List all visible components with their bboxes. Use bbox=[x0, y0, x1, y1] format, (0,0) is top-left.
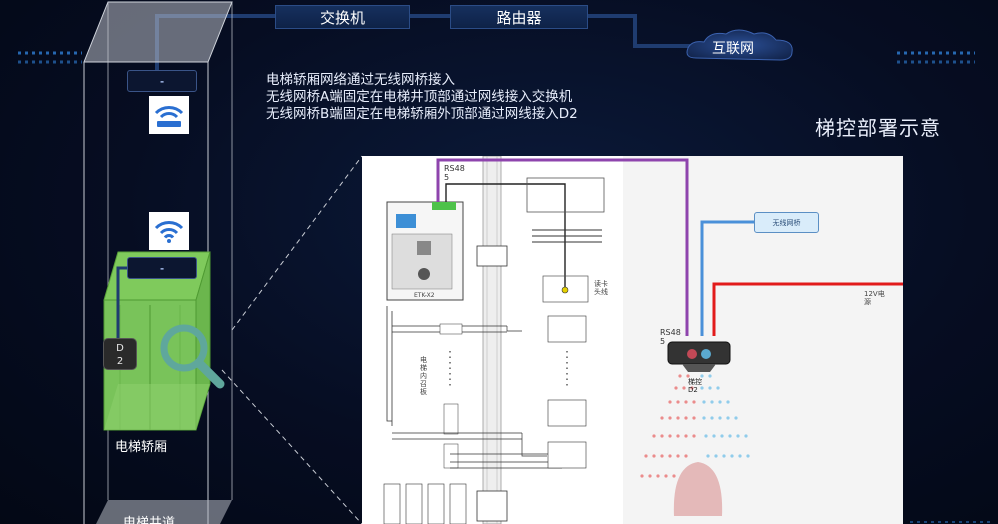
router-box: 路由器 bbox=[450, 5, 588, 29]
wiring-panel: 无线网桥 RS48 5 RS48 5 12V电 源 读卡 头线 电 梯 内 召 … bbox=[362, 156, 903, 524]
switch-box: 交换机 bbox=[275, 5, 410, 29]
wifi-icon bbox=[154, 221, 184, 243]
reader-line-label: 读卡 头线 bbox=[594, 280, 608, 296]
elevator-shaft-label: 电梯井道 bbox=[123, 516, 176, 524]
description-line-2: 无线网桥A端固定在电梯井顶部通过网线接入交换机 bbox=[266, 89, 573, 105]
rs485-label-right: RS48 5 bbox=[660, 328, 681, 346]
scan-dots bbox=[640, 374, 750, 516]
wiring-schematic bbox=[383, 156, 903, 524]
d2-controller-tag: D 2 bbox=[103, 338, 137, 370]
wireless-bridge-label: 无线网桥 bbox=[754, 212, 819, 233]
wifi-signal-tile-top bbox=[149, 96, 189, 134]
deployment-description: 电梯轿厢网络通过无线网桥接入 无线网桥A端固定在电梯井顶部通过网线接入交换机 无… bbox=[266, 72, 578, 123]
inner-board-label: 电 梯 内 召 板 bbox=[420, 356, 427, 396]
wireless-bridge-b: ▬ bbox=[127, 257, 197, 279]
description-line-1: 电梯轿厢网络通过无线网桥接入 bbox=[266, 72, 455, 88]
page-title: 梯控部署示意 bbox=[815, 116, 941, 140]
magnifier-icon bbox=[160, 324, 225, 389]
description-line-3: 无线网桥B端固定在电梯轿厢外顶部通过网线接入D2 bbox=[266, 106, 578, 122]
rs485-label-top: RS48 5 bbox=[444, 164, 465, 182]
wireless-bridge-a: ▬ bbox=[127, 70, 197, 92]
cloud-icon bbox=[686, 29, 793, 61]
power-12v-label: 12V电 源 bbox=[864, 290, 885, 306]
wifi-signal-icon bbox=[154, 106, 184, 127]
internet-label: 互联网 bbox=[712, 41, 754, 57]
wifi-tile-car bbox=[149, 212, 189, 250]
d2-device-label: 梯控 D2 bbox=[688, 378, 702, 394]
controller-model-label: ETK-X2 bbox=[414, 292, 435, 299]
elevator-car-label: 电梯轿厢 bbox=[115, 440, 168, 455]
